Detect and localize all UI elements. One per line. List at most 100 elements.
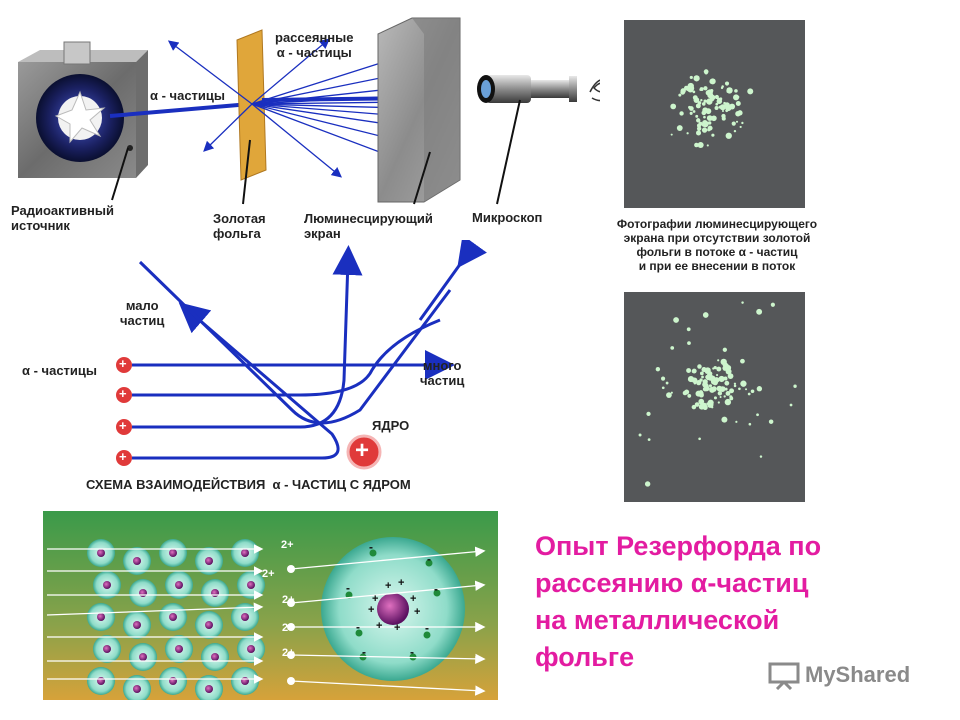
scintillation-dot <box>710 117 714 121</box>
scintillation-dot <box>686 327 691 332</box>
scintillation-dot <box>724 380 730 386</box>
lattice-nucleus <box>97 613 105 621</box>
lattice-nucleus <box>139 589 147 597</box>
lattice-nucleus <box>175 581 183 589</box>
lattice-nucleus <box>97 549 105 557</box>
eye-icon <box>589 79 600 102</box>
alpha-beam <box>109 102 251 118</box>
scintillation-dot <box>696 130 702 136</box>
scintillation-dot <box>708 373 712 377</box>
scintillation-dot <box>717 359 720 362</box>
scintillation-dot <box>707 121 712 125</box>
scintillation-dot <box>717 391 723 396</box>
scintillation-dot <box>756 308 763 315</box>
electron-sign: - <box>410 645 414 659</box>
scintillation-dot <box>706 144 709 147</box>
label-alpha-particles: α - частицы <box>150 88 226 103</box>
proton-sign: + <box>368 604 375 616</box>
scintillation-dot <box>699 391 704 396</box>
scintillation-dot <box>718 375 725 383</box>
scintillation-dot <box>715 102 719 106</box>
scintillation-dot <box>740 380 747 387</box>
scintillation-dot <box>686 132 689 135</box>
electron-sign: - <box>434 582 438 596</box>
scintillation-dot <box>722 347 728 352</box>
alpha-particle <box>287 623 295 631</box>
scintillation-dot <box>697 141 704 149</box>
screen-photo-without-foil <box>624 20 805 208</box>
scintillation-dot <box>733 384 737 388</box>
scintillation-dot <box>719 396 722 399</box>
watermark: MyShared <box>767 660 910 690</box>
scintillation-dot <box>715 373 719 377</box>
scintillation-dot <box>691 404 697 410</box>
radioactive-source <box>18 41 148 178</box>
lattice-nucleus <box>97 677 105 685</box>
scintillation-dot <box>665 381 669 385</box>
scintillation-dot <box>688 85 695 92</box>
electron-sign: - <box>356 620 360 634</box>
scintillation-dot <box>680 90 686 95</box>
interaction-scheme <box>116 240 487 470</box>
trajectory-incoming <box>138 260 452 425</box>
scintillation-dot <box>747 88 754 95</box>
alpha-particle <box>287 565 295 573</box>
scintillation-dot <box>698 398 705 405</box>
scintillation-dot <box>717 401 720 404</box>
scattered-rays <box>167 38 421 178</box>
scintillation-dot <box>693 75 700 82</box>
electron <box>423 631 431 639</box>
scintillation-dot <box>697 364 702 369</box>
scintillation-dot <box>725 105 732 112</box>
scintillation-dot <box>734 89 738 93</box>
scintillation-dot <box>646 411 651 417</box>
alpha-particle <box>287 677 295 685</box>
charge-label-4: 2+ <box>282 622 295 634</box>
lattice-ray <box>46 602 264 616</box>
lattice-nucleus <box>139 653 147 661</box>
scintillation-dot <box>696 118 700 123</box>
scintillation-dot <box>713 396 717 400</box>
proton-sign: + <box>372 593 379 605</box>
scintillation-dot <box>748 422 752 426</box>
scintillation-dot <box>679 111 684 116</box>
scintillation-dot <box>707 92 714 99</box>
trajectory-deflected-up <box>132 245 363 429</box>
lattice-nucleus <box>169 677 177 685</box>
scintillation-dot <box>695 103 701 109</box>
trajectory-deflected <box>132 318 441 397</box>
scintillation-dot <box>701 375 704 379</box>
lattice-nucleus <box>211 653 219 661</box>
alpha-plus-4: + <box>119 449 127 464</box>
lattice-nucleus <box>205 685 213 693</box>
lattice-nucleus <box>241 677 249 685</box>
scintillation-dot <box>719 386 726 392</box>
scintillation-dot <box>687 394 692 398</box>
proton-sign: + <box>394 622 401 634</box>
nucleus-plus: + <box>355 437 370 464</box>
scintillation-dot <box>731 121 736 126</box>
scintillation-dot <box>687 341 691 345</box>
scintillation-dot <box>721 416 728 423</box>
scintillation-dot <box>694 402 700 407</box>
proton-sign: + <box>376 620 383 632</box>
scintillation-dot <box>692 90 696 94</box>
scintillation-dot <box>704 71 708 75</box>
scintillation-dot <box>729 395 733 399</box>
electron-sign: - <box>362 645 366 659</box>
scintillation-dots <box>670 69 754 149</box>
page-title: Опыт Резерфорда по рассеянию α-частиц на… <box>535 531 822 672</box>
charge-label-5: 2+ <box>282 647 295 659</box>
scintillation-dot <box>713 377 720 383</box>
scintillation-dot <box>759 455 763 458</box>
scintillation-dot <box>707 128 711 132</box>
scintillation-dot <box>691 377 698 384</box>
scintillation-dot <box>793 384 797 388</box>
scintillation-dot <box>735 420 738 423</box>
electron <box>369 549 377 557</box>
scintillation-dot <box>647 438 651 442</box>
scintillation-dot <box>661 386 665 390</box>
